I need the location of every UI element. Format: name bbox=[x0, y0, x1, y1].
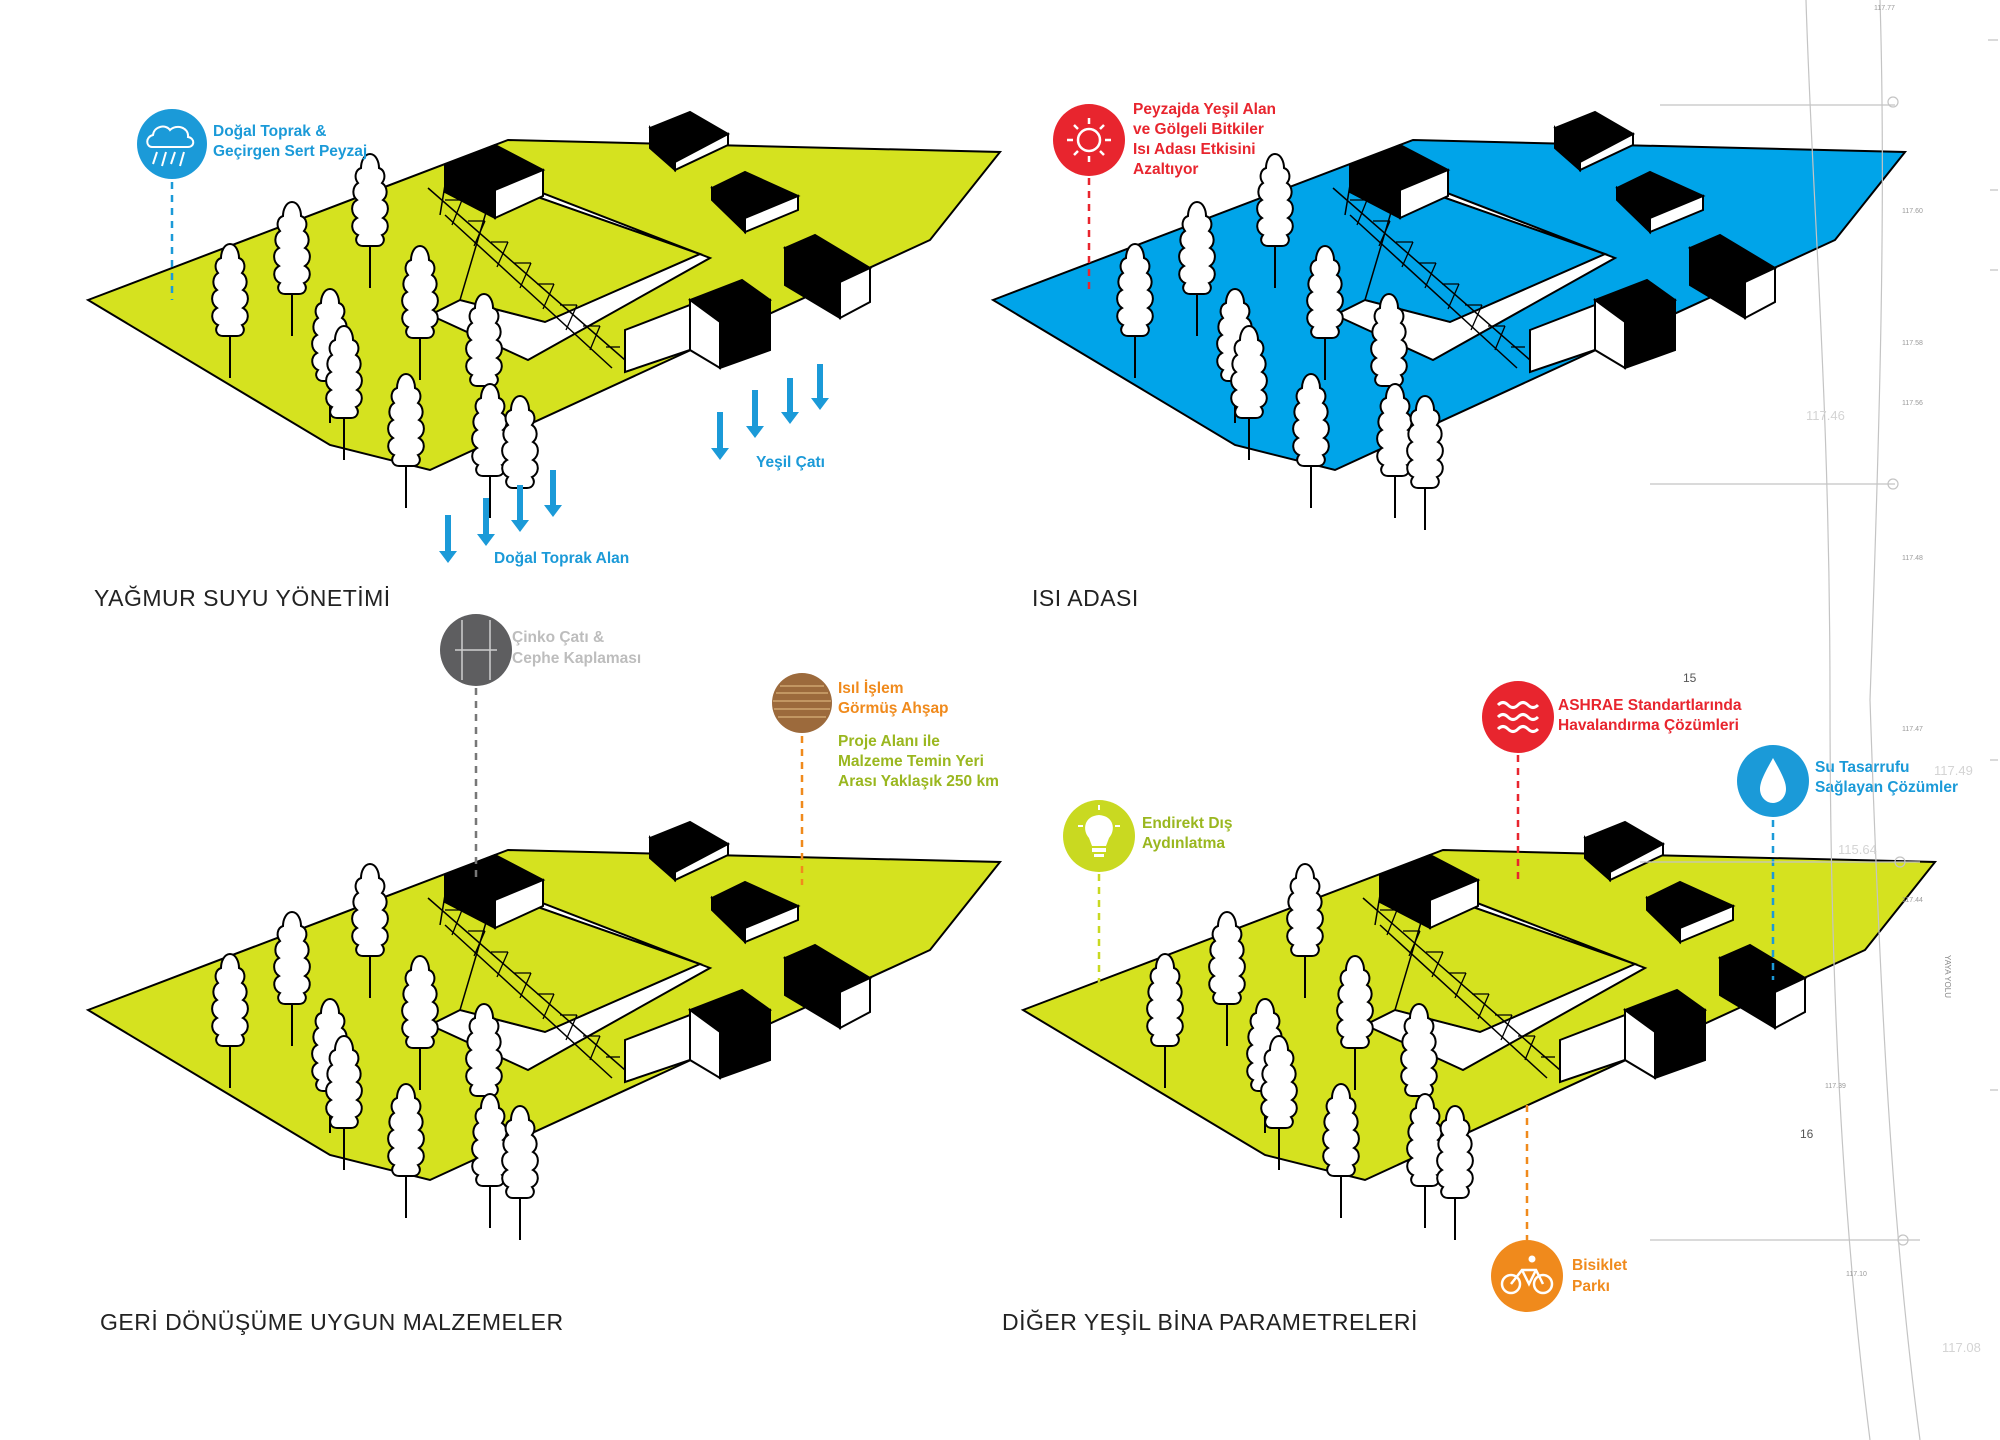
elevation-label: 117.47 bbox=[1902, 726, 1923, 733]
heat-label-2: ve Gölgeli Bitkiler bbox=[1133, 121, 1264, 138]
green-roof-label: Yeşil Çatı bbox=[756, 454, 825, 471]
natural-soil-label: Doğal Toprak Alan bbox=[494, 550, 629, 567]
caption-rain: YAĞMUR SUYU YÖNETİMİ bbox=[94, 585, 391, 611]
other-annotations: Endirekt Dış Aydınlatma ASHRAE Standartl… bbox=[1002, 681, 1958, 1335]
bike-label-1: Bisiklet bbox=[1572, 1257, 1627, 1274]
distance-label-2: Malzeme Temin Yeri bbox=[838, 753, 984, 770]
zinc-label-1: Çinko Çatı & bbox=[512, 629, 604, 646]
ventilation-label-2: Havalandırma Çözümleri bbox=[1558, 717, 1739, 734]
panel-heat-island bbox=[990, 111, 1908, 530]
elevation-label: 117.46 bbox=[1806, 408, 1845, 423]
rain-label-2: Geçirgen Sert Peyzaj bbox=[213, 143, 367, 160]
wood-label-1: Isıl İşlem bbox=[838, 680, 903, 697]
elevation-label: 117.56 bbox=[1902, 400, 1923, 407]
elevation-label: 117.39 bbox=[1825, 1083, 1846, 1090]
panel-recyclable-materials bbox=[85, 821, 1003, 1240]
caption-heat: ISI ADASI bbox=[1032, 585, 1139, 611]
elevation-label: 117.10 bbox=[1846, 1271, 1867, 1278]
site-plan-labels: 117.77 117.60 117.58 117.56 117.48 117.4… bbox=[1683, 5, 1981, 1355]
sun-icon bbox=[1053, 104, 1125, 176]
elevation-label: 117.08 bbox=[1942, 1340, 1981, 1355]
caption-materials: GERİ DÖNÜŞÜME UYGUN MALZEMELER bbox=[100, 1309, 564, 1335]
elevation-label: 117.60 bbox=[1902, 208, 1923, 215]
bicycle-icon bbox=[1491, 1240, 1563, 1312]
elevation-label: 117.58 bbox=[1902, 340, 1923, 347]
distance-label-3: Arası Yaklaşık 250 km bbox=[838, 773, 999, 790]
ventilation-label-1: ASHRAE Standartlarında bbox=[1558, 697, 1742, 714]
heat-label-4: Azaltıyor bbox=[1133, 161, 1198, 178]
arrows-natural-soil bbox=[439, 470, 562, 563]
arrows-green-roof bbox=[711, 364, 829, 460]
rain-label-1: Doğal Toprak & bbox=[213, 123, 326, 140]
panel-other-parameters bbox=[1020, 821, 1938, 1240]
wood-texture-icon bbox=[772, 673, 832, 733]
distance-label-1: Proje Alanı ile bbox=[838, 733, 940, 750]
elevation-label: 115.64 bbox=[1838, 842, 1877, 857]
site-plan-background bbox=[1640, 0, 1998, 1440]
elevation-label: 117.48 bbox=[1902, 555, 1923, 562]
water-label-2: Sağlayan Çözümler bbox=[1815, 779, 1958, 796]
street-label: YAYA YOLU bbox=[1943, 955, 1952, 998]
elevation-label: 117.77 bbox=[1874, 5, 1895, 12]
water-label-1: Su Tasarrufu bbox=[1815, 759, 1909, 776]
lighting-label-1: Endirekt Dış bbox=[1142, 815, 1232, 832]
panel-rain-management: Doğal Toprak & Geçirgen Sert Peyzaj Yeşi… bbox=[85, 109, 1003, 611]
caption-other: DİĞER YEŞİL BİNA PARAMETRELERİ bbox=[1002, 1309, 1418, 1335]
heat-label-3: Isı Adası Etkisini bbox=[1133, 141, 1256, 158]
lighting-label-2: Aydınlatma bbox=[1142, 835, 1225, 852]
elevation-label: 117.49 bbox=[1934, 763, 1973, 778]
elevation-label: 117.44 bbox=[1902, 897, 1923, 904]
materials-annotations: Çinko Çatı & Cephe Kaplaması Isıl İşlem … bbox=[100, 614, 999, 1335]
plot-number: 15 bbox=[1683, 671, 1697, 685]
bike-label-2: Parkı bbox=[1572, 1278, 1610, 1295]
plot-number: 16 bbox=[1800, 1127, 1814, 1141]
zinc-label-2: Cephe Kaplaması bbox=[512, 650, 641, 667]
heat-label-1: Peyzajda Yeşil Alan bbox=[1133, 101, 1276, 118]
wood-label-2: Görmüş Ahşap bbox=[838, 700, 949, 717]
heat-annotations: Peyzajda Yeşil Alan ve Gölgeli Bitkiler … bbox=[1032, 101, 1276, 611]
